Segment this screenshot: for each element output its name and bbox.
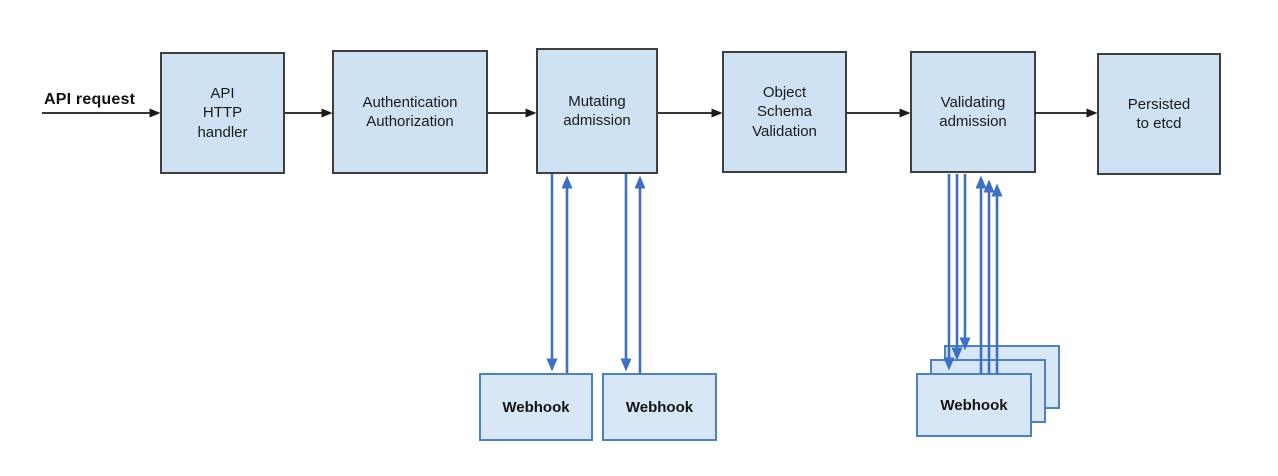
node-label: Object Schema Validation [752, 83, 817, 140]
node-label: Validating admission [939, 93, 1007, 131]
webhook-label: Webhook [502, 398, 570, 416]
node-validating-admission: Validating admission [910, 51, 1036, 173]
webhook-mutating-1: Webhook [479, 373, 593, 441]
node-api-http-handler: API HTTP handler [160, 52, 285, 174]
node-label: Persisted to etcd [1127, 95, 1191, 133]
node-label: Mutating admission [563, 92, 631, 130]
node-label: Authentication Authorization [362, 93, 458, 131]
node-label: API HTTP handler [197, 84, 248, 141]
webhook-validating-front: Webhook [916, 373, 1032, 437]
node-object-schema-validation: Object Schema Validation [722, 51, 847, 173]
node-mutating-admission: Mutating admission [536, 48, 658, 174]
webhook-mutating-2: Webhook [602, 373, 717, 441]
node-authentication-authorization: Authentication Authorization [332, 50, 488, 174]
node-persisted-to-etcd: Persisted to etcd [1097, 53, 1221, 175]
webhook-label: Webhook [625, 398, 694, 416]
webhook-label: Webhook [940, 396, 1008, 414]
api-request-label: API request [44, 91, 136, 108]
